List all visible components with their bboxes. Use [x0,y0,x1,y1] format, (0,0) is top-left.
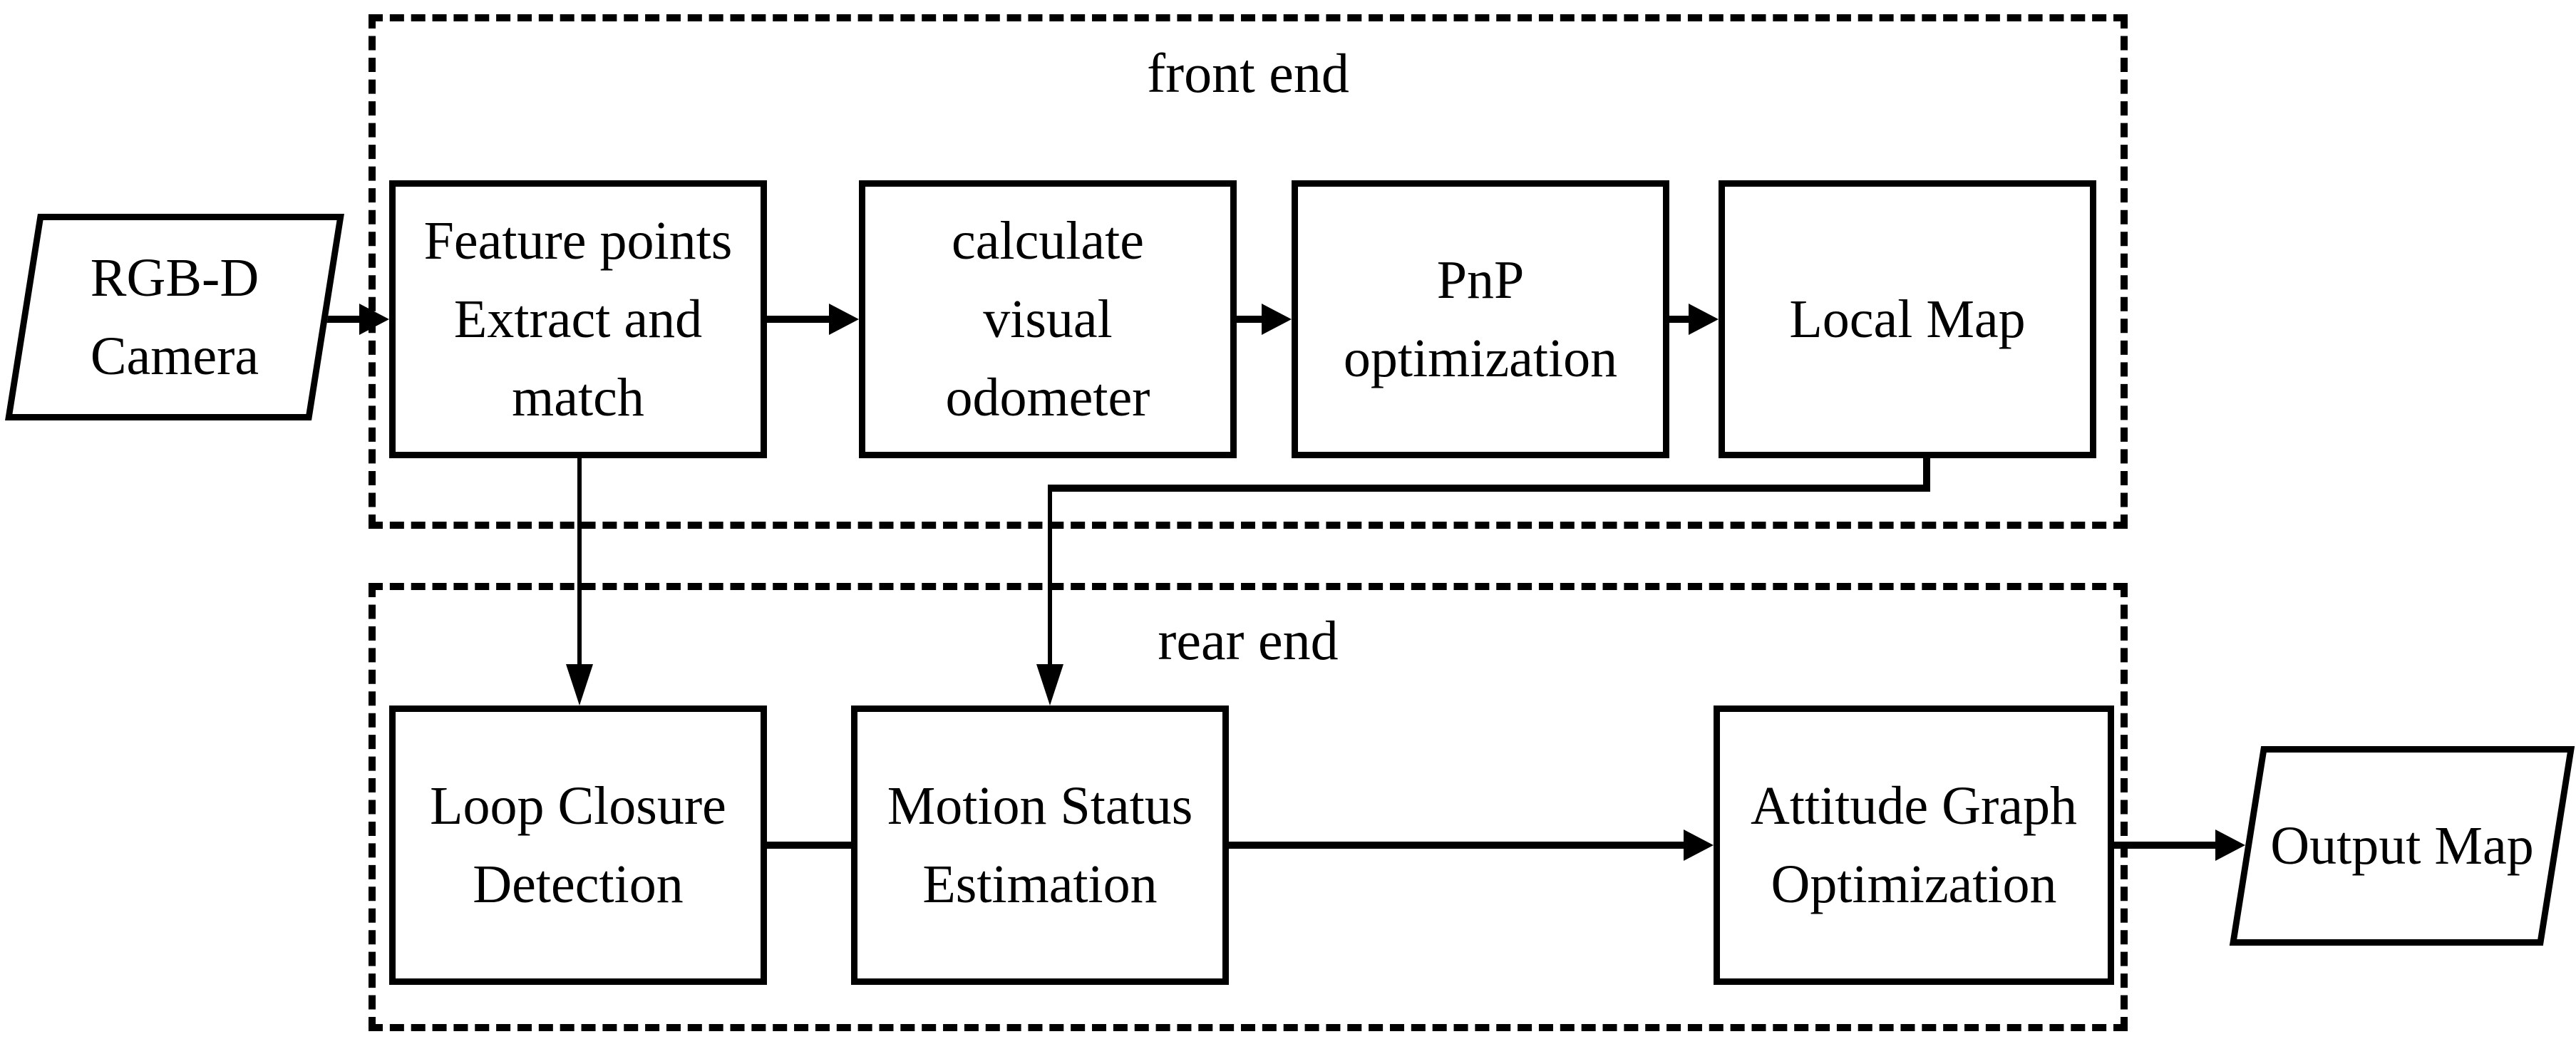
connector-localmap-stub [1923,456,1930,492]
loop-closure-label: Loop Closure Detection [430,775,726,914]
rear-end-label: rear end [1158,609,1339,671]
arrowhead-attitude-to-output [2215,829,2245,861]
local-map-label: Local Map [1789,289,2026,349]
node-attitude-graph-optimization: Attitude Graph Optimization [1714,706,2114,985]
arrowhead-pnp-to-localmap [1689,304,1719,335]
arrowhead-feature-to-odometer [829,304,859,335]
connector-odometer-to-pnp [1237,316,1264,323]
connector-localmap-to-motion [1048,485,1052,667]
node-pnp-optimization: PnP optimization [1292,180,1669,458]
connector-attitude-to-output [2114,842,2218,849]
node-feature-points: Feature points Extract and match [389,180,767,458]
arrowhead-odometer-to-pnp [1262,304,1292,335]
front-end-section-frame: front end [369,14,2128,529]
attitude-graph-label: Attitude Graph Optimization [1750,775,2077,914]
pnp-optimization-label: PnP optimization [1343,249,1618,388]
arrowhead-localmap-to-motion [1036,664,1063,706]
motion-status-label: Motion Status Estimation [887,775,1193,914]
front-end-label: front end [1147,42,1349,104]
connector-feature-to-loop [577,456,582,667]
output-map-label: Output Map [2270,815,2534,876]
node-output-map: Output Map [2229,746,2575,946]
connector-localmap-elbow [1048,485,1930,492]
arrowhead-camera-to-feature [359,304,389,335]
arrowhead-feature-to-loop [566,664,593,706]
rgbd-camera-label: RGB-D Camera [90,247,259,386]
connector-loop-to-motion [767,842,851,849]
feature-points-label: Feature points Extract and match [423,210,733,428]
node-loop-closure-detection: Loop Closure Detection [389,706,767,985]
node-rgbd-camera: RGB-D Camera [5,214,344,420]
node-motion-status-estimation: Motion Status Estimation [851,706,1229,985]
visual-odometer-label: calculate visual odometer [945,210,1150,428]
connector-camera-to-feature [321,316,362,323]
node-local-map: Local Map [1719,180,2096,458]
rear-end-section-frame: rear end [369,583,2128,1031]
arrowhead-motion-to-attitude [1684,829,1714,861]
connector-pnp-to-localmap [1669,316,1691,323]
connector-feature-to-odometer [767,316,832,323]
node-visual-odometer: calculate visual odometer [859,180,1237,458]
connector-motion-to-attitude [1229,842,1688,849]
